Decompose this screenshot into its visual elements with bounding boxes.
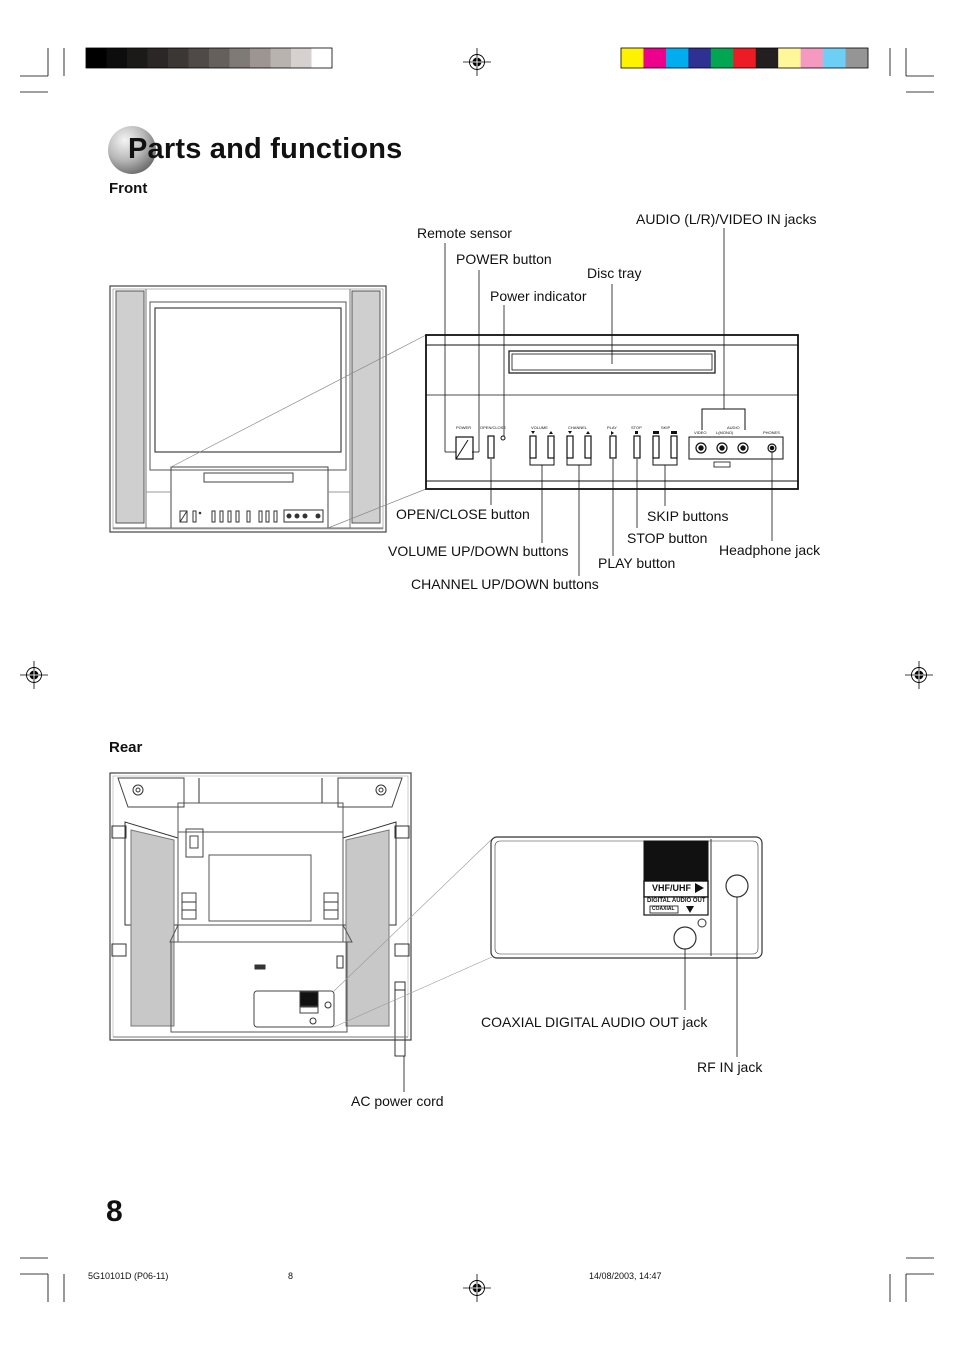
- front-panel-detail: POWER OPEN/CLOSE VOLUME CHANNEL PLAY STO…: [425, 334, 799, 490]
- calibration-swatch: [665, 48, 689, 68]
- rear-tv-illustration: [109, 772, 412, 1057]
- calibration-swatch: [127, 48, 148, 68]
- label-coaxial: COAXIAL DIGITAL AUDIO OUT jack: [481, 1014, 708, 1030]
- calibration-swatch: [688, 48, 712, 68]
- svg-text:OPEN/CLOSE: OPEN/CLOSE: [480, 425, 506, 430]
- footer-code: 5G10101D (P06-11): [88, 1271, 169, 1281]
- calibration-swatch: [270, 48, 292, 68]
- grayscale-calibration-bar: [86, 48, 333, 68]
- label-power-indicator: Power indicator: [490, 288, 587, 304]
- calibration-swatch: [643, 48, 667, 68]
- registration-mark-icon: [463, 48, 491, 76]
- calibration-swatch: [168, 48, 189, 68]
- label-disc-tray: Disc tray: [587, 265, 642, 281]
- label-ac-cord: AC power cord: [351, 1093, 444, 1109]
- rear-leader-lines: [403, 897, 738, 1092]
- calibration-swatch: [250, 48, 271, 68]
- label-headphone: Headphone jack: [719, 542, 821, 558]
- calibration-swatch: [845, 48, 869, 68]
- svg-text:AUDIO: AUDIO: [727, 425, 740, 430]
- label-open-close: OPEN/CLOSE button: [396, 506, 530, 522]
- svg-text:POWER: POWER: [456, 425, 471, 430]
- calibration-swatch: [291, 48, 312, 68]
- footer-timestamp: 14/08/2003, 14:47: [589, 1271, 662, 1281]
- registration-mark-icon: [463, 1274, 491, 1302]
- calibration-swatch: [147, 48, 169, 68]
- svg-text:CHANNEL: CHANNEL: [568, 425, 588, 430]
- calibration-swatch: [778, 48, 801, 68]
- calibration-swatch: [311, 48, 333, 68]
- svg-text:SKIP: SKIP: [661, 425, 670, 430]
- rear-heading: Rear: [109, 739, 143, 756]
- calibration-swatch: [86, 48, 107, 68]
- page-number: 8: [106, 1195, 123, 1228]
- label-volume: VOLUME UP/DOWN buttons: [388, 543, 569, 559]
- calibration-swatch: [800, 48, 824, 68]
- label-skip: SKIP buttons: [647, 508, 729, 524]
- svg-text:VIDEO: VIDEO: [694, 430, 706, 435]
- calibration-swatch: [188, 48, 210, 68]
- panel-vhf-uhf: VHF/UHF: [652, 883, 691, 893]
- calibration-swatch: [710, 48, 734, 68]
- title-sphere-icon: [108, 126, 156, 174]
- rear-panel-detail: [490, 836, 763, 959]
- panel-digital-audio-out: DIGITAL AUDIO OUT: [647, 898, 706, 904]
- rear-zoom-guide-lines: [333, 838, 493, 1028]
- registration-mark-icon: [20, 661, 48, 689]
- label-play: PLAY button: [598, 555, 676, 571]
- svg-text:PLAY: PLAY: [607, 425, 617, 430]
- calibration-swatch: [755, 48, 779, 68]
- calibration-swatch: [823, 48, 846, 68]
- label-rf-in: RF IN jack: [697, 1059, 763, 1075]
- crop-mark-icon: [20, 48, 934, 1302]
- label-channel: CHANNEL UP/DOWN buttons: [411, 576, 599, 592]
- calibration-swatch: [229, 48, 251, 68]
- svg-text:VOLUME: VOLUME: [531, 425, 548, 430]
- registration-mark-icon: [905, 661, 933, 689]
- color-calibration-bar: [621, 48, 869, 68]
- calibration-swatch: [209, 48, 230, 68]
- footer-page: 8: [288, 1271, 294, 1281]
- svg-text:STOP: STOP: [631, 425, 642, 430]
- front-tv-illustration: [109, 285, 387, 533]
- page-title: Parts and functions: [128, 133, 403, 165]
- panel-coaxial-tag: COAXIAL: [652, 906, 675, 912]
- calibration-swatch: [621, 48, 644, 68]
- label-remote-sensor: Remote sensor: [417, 225, 512, 241]
- calibration-swatch: [106, 48, 128, 68]
- front-heading: Front: [109, 180, 148, 197]
- calibration-swatch: [733, 48, 757, 68]
- svg-text:PHONES: PHONES: [763, 430, 780, 435]
- front-leader-lines: [444, 228, 773, 576]
- svg-text:L(MONO): L(MONO): [716, 430, 734, 435]
- label-audio-video-in: AUDIO (L/R)/VIDEO IN jacks: [636, 211, 817, 227]
- label-stop: STOP button: [627, 530, 708, 546]
- label-power-button: POWER button: [456, 251, 552, 267]
- zoom-guide-lines: [170, 334, 427, 529]
